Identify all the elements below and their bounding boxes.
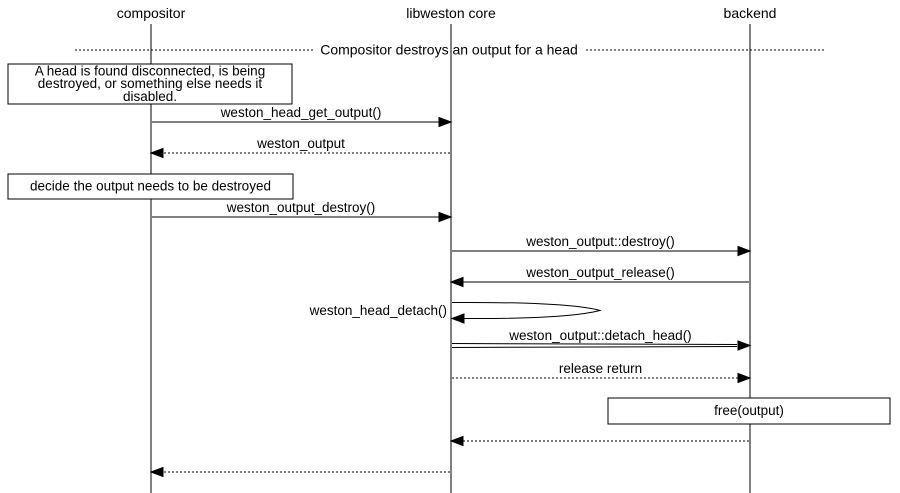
message-weston-head-get-output-arrowhead	[438, 116, 453, 128]
note-a-head-is-found-disconnected-i-text-line-0: A head is found disconnected, is being	[35, 63, 265, 78]
message-weston-output-detach-head-line-lower	[451, 346, 738, 348]
actor-label-compositor: compositor	[117, 5, 186, 21]
message-weston-output-destroy-label: weston_output::destroy()	[525, 234, 675, 249]
note-decide-the-output-needs-to-be--text-line-0: decide the output needs to be destroyed	[30, 179, 271, 194]
message-weston-output-detach-head-line-upper	[451, 343, 738, 345]
message-weston-head-detach-arrowhead	[450, 313, 465, 324]
note-free-output-text-line-0: free(output)	[714, 403, 784, 418]
message-weston-output-label: weston_output	[256, 136, 345, 151]
message-weston-output-arrowhead	[149, 147, 164, 159]
note-a-head-is-found-disconnected-i-box	[7, 63, 293, 105]
message-weston-head-detach-label: weston_head_detach()	[309, 303, 447, 318]
note-a-head-is-found-disconnected-i-text-line-1: destroyed, or something else needs it	[38, 76, 263, 91]
actor-label-libweston-core: libweston core	[406, 5, 496, 21]
message-weston-output-release-arrowhead	[449, 276, 464, 288]
note-free-output-box	[607, 397, 891, 425]
message-weston-output-detach-head-label: weston_output::detach_head()	[508, 328, 691, 343]
divider-label: Compositor destroys an output for a head	[320, 42, 578, 58]
message-release-return-label: release return	[559, 361, 642, 376]
message-return-9-arrowhead	[149, 466, 164, 478]
message-weston-output-destroy-arrowhead	[737, 245, 752, 257]
message-release-return-arrowhead	[737, 372, 752, 384]
message-weston-head-detach-loop	[451, 301, 602, 320]
message-weston-output-detach-head-arrowhead	[737, 340, 752, 351]
note-a-head-is-found-disconnected-i-text-line-2: disabled.	[123, 89, 177, 104]
actor-label-backend: backend	[724, 5, 777, 21]
message-weston-output-destroy-arrowhead	[438, 211, 453, 223]
message-weston-output-release-label: weston_output_release()	[525, 265, 675, 280]
message-weston-head-get-output-label: weston_head_get_output()	[220, 105, 382, 120]
note-decide-the-output-needs-to-be--box	[7, 173, 294, 200]
message-weston-output-destroy-label: weston_output_destroy()	[226, 200, 376, 215]
message-return-8-arrowhead	[449, 435, 464, 447]
